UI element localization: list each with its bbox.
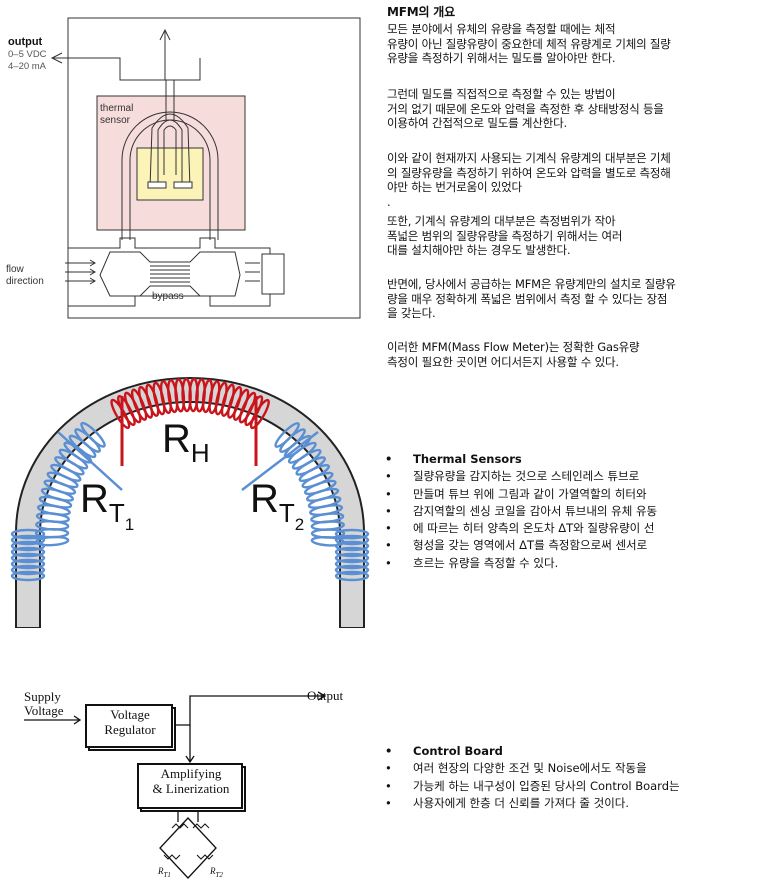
intro-p2-line1: 그런데 밀도를 직접적으로 측정할 수 있는 방법이 — [387, 87, 616, 101]
amplifying-linerization-box: Amplifying & Linerization — [140, 766, 242, 796]
list-item: 사용자에게 한층 더 신뢰를 가져다 줄 것이다. — [385, 795, 680, 813]
bridge-rt2-main: R — [210, 866, 216, 876]
supply-voltage-label: Supply Voltage — [24, 690, 63, 718]
sensor-coil-loop — [10, 564, 46, 576]
flow-direction-label-line1: flow — [6, 264, 24, 275]
intro-paragraph-4: 또한, 기계식 유량계의 대부분은 측정범위가 작아 폭넓은 범위의 질량유량을… — [387, 214, 772, 258]
rt1-label-main: R — [80, 477, 109, 521]
intro-paragraph-5: 반면에, 당사에서 공급하는 MFM은 유량계만의 설치로 질량유 량을 매우 … — [387, 277, 772, 321]
list-item: 만들며 튜브 위에 그림과 같이 가열역할의 히터와 — [385, 486, 657, 504]
rt2-label-num: 2 — [294, 515, 305, 534]
output-block-label: Output — [307, 688, 344, 703]
voltage-regulator-box: Voltage Regulator — [88, 707, 172, 737]
sensor-coil-loop — [334, 570, 370, 582]
rt1-label-sub: T — [108, 498, 125, 528]
intro-p2-line3: 이용하여 간접적으로 밀도를 계산한다. — [387, 116, 567, 130]
sensor-coil-loop — [334, 534, 370, 546]
intro-p1-line2: 유량이 아닌 질량유량이 중요한데 체적 유량계로 기체의 질량 — [387, 36, 671, 51]
list-item: 형성을 갖는 영역에서 ΔT를 측정함으로써 센서로 — [385, 537, 657, 555]
bridge-rt1-sub: T1 — [163, 870, 171, 879]
voltage-regulator-label-line2: Regulator — [104, 722, 156, 737]
bridge-rt2-sub: T2 — [215, 870, 223, 879]
sensor-coil-loop — [10, 552, 46, 564]
sensor-coil-loop — [10, 558, 46, 570]
thermal-sensor-coil-diagram — [0, 338, 380, 628]
rh-label-main: R — [162, 417, 191, 461]
thermal-sensors-list: Thermal Sensors 질량유량을 감지하는 것으로 스테인레스 튜브로… — [385, 451, 657, 572]
intro-paragraph-2: 그런데 밀도를 직접적으로 측정할 수 있는 방법이 거의 없기 때문에 온도와… — [387, 87, 772, 131]
output-label: output — [8, 36, 43, 48]
sensor-coil-loop — [80, 421, 106, 448]
bridge-rt2-label: RT2 — [210, 866, 223, 879]
thermal-sensor-label-line2: sensor — [100, 115, 131, 126]
intro-p6-line1: 이러한 MFM(Mass Flow Meter)는 정확한 Gas유량 — [387, 340, 640, 354]
bridge-rt1-label: RT1 — [158, 866, 171, 879]
sensor-coil-loop — [10, 534, 46, 546]
intro-p5-line3: 을 갖는다. — [387, 306, 436, 320]
control-block-diagram — [24, 691, 327, 879]
sensor-coil-loop — [334, 558, 370, 570]
list-item: 에 따르는 히터 양측의 온도차 ΔT와 질량유량이 선 — [385, 520, 657, 538]
rh-label-sub: H — [190, 438, 210, 468]
sensor-coil-loop — [10, 546, 46, 558]
flow-direction-label-line2: direction — [6, 276, 44, 287]
intro-paragraph-3: 이와 같이 현재까지 사용되는 기계식 유량계의 대부분은 기체 의 질량유량을… — [387, 151, 772, 209]
list-item: 질량유량을 감지하는 것으로 스테인레스 튜브로 — [385, 468, 657, 486]
rt1-label-num: 1 — [124, 515, 135, 534]
control-board-list: Control Board 여러 현장의 다양한 조건 및 Noise에서도 작… — [385, 743, 680, 812]
rt2-label-sub: T — [278, 498, 295, 528]
intro-paragraph-1: 모든 분야에서 유체의 유량을 측정할 때에는 체적 유량이 아닌 질량유량이 … — [387, 22, 772, 66]
list-item: 흐르는 유량을 측정할 수 있다. — [385, 555, 657, 573]
intro-p3-line2: 의 질량유량을 측정하기 위하여 온도와 압력을 별도로 측정해 — [387, 165, 671, 180]
intro-p6-line2: 측정이 필요한 곳이면 어디서든지 사용할 수 있다. — [387, 354, 619, 369]
thermal-sensor-label: thermal sensor — [100, 103, 133, 127]
list-item: 감지역할의 센싱 코일을 감아서 튜브내의 유체 유동 — [385, 503, 657, 521]
sensor-coil-loop — [334, 540, 370, 552]
output-spec-current: 4–20 mA — [8, 61, 47, 72]
amplifier-label-line2: & Linerization — [152, 781, 230, 796]
mfm-schematic-diagram — [50, 17, 361, 319]
intro-p4-line2: 폭넓은 범위의 질량유량을 측정하기 위해서는 여러 — [387, 228, 623, 243]
intro-p4-line1: 또한, 기계식 유량계의 대부분은 측정범위가 작아 — [387, 214, 616, 228]
voltage-regulator-label-line1: Voltage — [110, 707, 150, 722]
bypass-label: bypass — [152, 291, 184, 302]
sensor-coil-loop — [10, 570, 46, 582]
sensor-coil-loop — [334, 546, 370, 558]
rh-label: RH — [162, 417, 210, 469]
intro-p1-line1: 모든 분야에서 유체의 유량을 측정할 때에는 체적 — [387, 22, 616, 36]
control-board-title: Control Board — [385, 743, 680, 761]
sensor-coil-loop — [10, 540, 46, 552]
intro-p3-line4: . — [387, 194, 391, 209]
intro-title: MFM의 개요 — [387, 5, 455, 19]
intro-p3-line1: 이와 같이 현재까지 사용되는 기계식 유량계의 대부분은 기체 — [387, 151, 671, 165]
intro-p3-line3: 야만 하는 번거로움이 있었다 — [387, 180, 522, 194]
intro-p2-line2: 거의 없기 때문에 온도와 압력을 측정한 후 상태방정식 등을 — [387, 101, 664, 116]
intro-p4-line3: 대를 설치해야만 하는 경우도 발생한다. — [387, 243, 571, 257]
sensor-coil-loop — [334, 564, 370, 576]
amplifier-label-line1: Amplifying — [160, 766, 222, 781]
bridge-rt1-main: R — [158, 866, 164, 876]
thermal-sensor-label-line1: thermal — [100, 103, 134, 114]
rt2-label-main: R — [250, 477, 279, 521]
thermal-sensors-title: Thermal Sensors — [385, 451, 657, 469]
list-item: 여러 현장의 다양한 조건 및 Noise에서도 작동을 — [385, 760, 680, 778]
intro-paragraph-6: 이러한 MFM(Mass Flow Meter)는 정확한 Gas유량 측정이 … — [387, 340, 772, 369]
sensor-coil-loop — [334, 552, 370, 564]
rt1-label: RT1 — [80, 477, 134, 534]
output-spec-voltage: 0–5 VDC — [8, 49, 47, 60]
intro-p5-line2: 량을 매우 정확하게 폭넓은 범위에서 측정 할 수 있다는 장점 — [387, 291, 668, 306]
supply-voltage-label-line1: Supply — [24, 689, 61, 704]
supply-voltage-label-line2: Voltage — [24, 703, 64, 718]
flow-direction-label: flow direction — [6, 264, 44, 288]
intro-p1-line3: 유량을 측정하기 위해서는 밀도를 알아야만 한다. — [387, 51, 616, 65]
list-item: 가능케 하는 내구성이 입증된 당사의 Control Board는 — [385, 778, 680, 796]
rt2-label: RT2 — [250, 477, 304, 534]
intro-p5-line1: 반면에, 당사에서 공급하는 MFM은 유량계만의 설치로 질량유 — [387, 277, 676, 291]
